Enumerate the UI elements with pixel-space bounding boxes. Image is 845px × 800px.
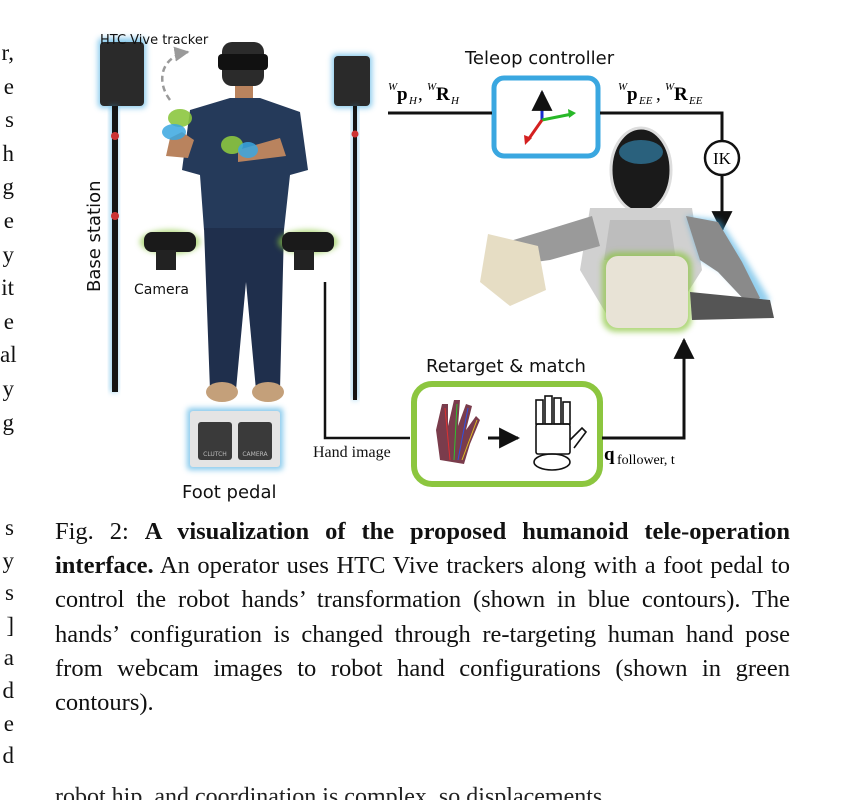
left-column-fragment: g	[2, 174, 15, 200]
svg-text:,: ,	[418, 84, 423, 105]
svg-text:W: W	[618, 81, 628, 93]
svg-text:R: R	[674, 84, 688, 105]
operator-person	[162, 42, 308, 402]
next-paragraph-cropped: robot hip, and coordination is complex, …	[55, 784, 603, 800]
left-column-fragment: d	[2, 677, 15, 703]
left-column-fragment: e	[3, 308, 14, 334]
camera-right	[278, 230, 338, 270]
svg-text:H: H	[450, 95, 460, 107]
left-column-fragment: a	[3, 645, 14, 671]
caption-title: A visualization of the proposed humanoid…	[55, 518, 790, 580]
ee-pose-math: W p EE , W R EE	[618, 81, 703, 107]
left-column-fragment: it	[1, 275, 14, 301]
svg-text:R: R	[436, 84, 450, 105]
left-column-fragment: al	[0, 342, 17, 368]
svg-text:W: W	[665, 81, 675, 93]
tracker-dashed-arrow	[160, 46, 190, 101]
left-column-fragment: d	[2, 743, 15, 769]
svg-text:p: p	[397, 84, 408, 105]
base-station-left	[98, 38, 146, 392]
svg-text:CAMERA: CAMERA	[242, 451, 268, 458]
humanoid-robot	[480, 126, 774, 332]
left-column-fragment: e	[3, 207, 14, 233]
teleoperation-figure: Base station HTC Vive tracker Camera	[84, 33, 774, 503]
svg-text:EE: EE	[688, 95, 703, 107]
human-pose-math: W p H , W R H	[388, 81, 460, 107]
svg-text:W: W	[427, 81, 437, 93]
ee-output-line	[600, 111, 724, 140]
svg-text:,: ,	[656, 84, 661, 105]
svg-text:p: p	[627, 84, 638, 105]
htc-vive-tracker-label: HTC Vive tracker	[100, 33, 209, 48]
left-column-fragment: h	[2, 140, 15, 166]
svg-text:EE: EE	[638, 95, 653, 107]
svg-text:W: W	[388, 81, 398, 93]
robot-hand-drawing	[533, 395, 588, 471]
q-follower-math: q follower, t	[604, 444, 675, 468]
hand-image-label: Hand image	[313, 444, 391, 461]
left-column-fragment: e	[3, 710, 14, 736]
retarget-match-label: Retarget & match	[426, 356, 586, 377]
left-column-fragment: s	[5, 515, 14, 540]
foot-pedal-label: Foot pedal	[182, 482, 276, 503]
ik-label: IK	[713, 149, 732, 168]
base-station-right	[332, 54, 372, 400]
caption-body: An operator uses HTC Vive trackers along…	[55, 552, 790, 717]
left-column-fragment: y	[2, 547, 15, 573]
left-column-fragment: r,	[1, 40, 15, 65]
teleop-controller-label: Teleop controller	[464, 48, 615, 69]
left-column-fragment: s	[5, 580, 14, 606]
teleop-controller-box	[491, 75, 601, 159]
svg-text:CLUTCH: CLUTCH	[203, 451, 227, 458]
left-column-fragment: ]	[6, 612, 14, 638]
left-column-fragment: g	[2, 409, 15, 435]
foot-pedal: CLUTCH CAMERA	[187, 408, 283, 470]
coordinate-frame-icon	[524, 89, 576, 145]
camera-left	[140, 230, 200, 270]
svg-text:q: q	[604, 444, 615, 465]
base-station-label: Base station	[84, 181, 105, 293]
caption-prefix: Fig. 2:	[55, 518, 145, 545]
svg-text:H: H	[408, 95, 418, 107]
hand-image-line	[323, 282, 410, 440]
camera-label: Camera	[134, 282, 189, 298]
left-column-fragment: y	[2, 241, 15, 267]
left-column-fragment: y	[2, 375, 15, 401]
human-hand-keypoints	[436, 400, 480, 464]
left-column-fragment: s	[5, 107, 14, 133]
left-column-fragment: e	[3, 73, 14, 99]
q-follower-line	[602, 337, 695, 440]
figure-caption: Fig. 2: A visualization of the proposed …	[55, 515, 790, 720]
svg-text:follower, t: follower, t	[617, 453, 675, 468]
